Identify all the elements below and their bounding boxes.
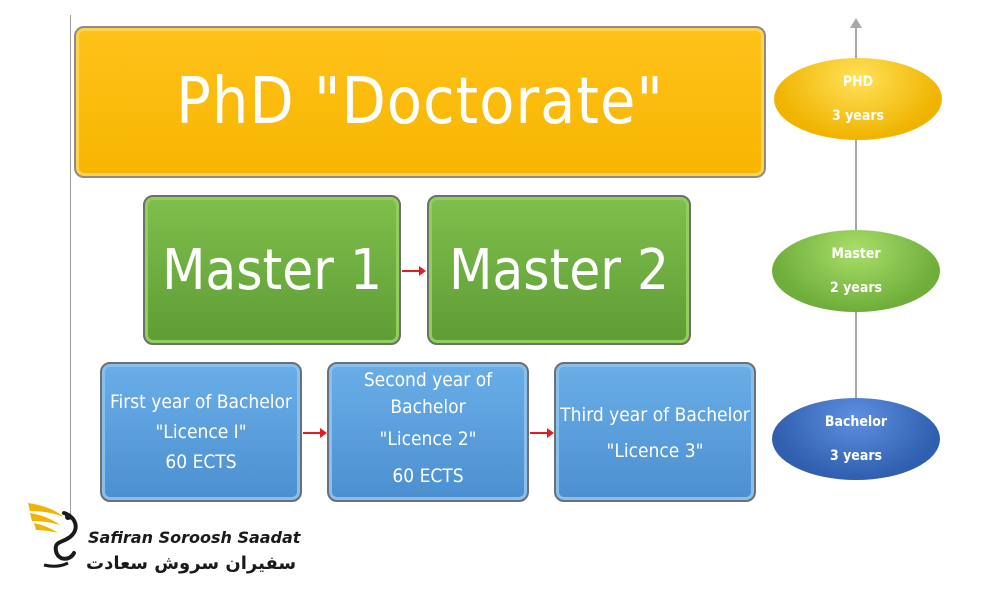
phd-label: PhD "Doctorate" — [176, 65, 664, 139]
brand-name-fa: سفیران سروش سعادت — [86, 553, 297, 574]
bachelor-2-line4: 60 ECTS — [392, 465, 464, 487]
master-2-box: Master 2 — [427, 195, 691, 345]
brand-name-en: Safiran Soroosh Saadat — [88, 528, 301, 547]
bachelor-2-line3: "Licence 2" — [379, 428, 477, 450]
timeline-bachelor-label: Bachelor — [824, 414, 888, 430]
bachelor-2-line2: Bachelor — [390, 396, 466, 418]
timeline-master-oval: Master 2 years — [772, 230, 940, 312]
timeline-bachelor-oval: Bachelor 3 years — [772, 398, 940, 480]
timeline-axis — [855, 28, 857, 428]
bachelor-year-1-box: First year of Bachelor "Licence I" 60 EC… — [100, 362, 302, 502]
bachelor-3-line2: "Licence 3" — [606, 440, 704, 462]
bachelor-1-line2: "Licence I" — [155, 421, 247, 443]
timeline-phd-duration: 3 years — [831, 108, 885, 124]
timeline-bachelor-duration: 3 years — [829, 448, 883, 464]
master-1-box: Master 1 — [143, 195, 401, 345]
timeline-phd-label: PHD — [842, 74, 874, 90]
bachelor-year-3-box: Third year of Bachelor "Licence 3" — [554, 362, 756, 502]
bachelor-3-line1: Third year of Bachelor — [560, 404, 750, 426]
brand-logo-icon — [28, 503, 78, 568]
phd-box: PhD "Doctorate" — [74, 26, 766, 178]
timeline-arrow-head-icon — [850, 18, 862, 28]
bachelor-1-line1: First year of Bachelor — [110, 391, 292, 413]
timeline-master-duration: 2 years — [829, 280, 883, 296]
bachelor-arrow-2 — [530, 428, 554, 438]
bachelor-year-2-box: Second year of Bachelor "Licence 2" 60 E… — [327, 362, 529, 502]
bachelor-2-line1: Second year of — [363, 369, 493, 391]
left-axis-line — [70, 15, 71, 520]
bachelor-arrow-1 — [303, 428, 327, 438]
master-2-label: Master 2 — [448, 237, 670, 303]
timeline-master-label: Master — [831, 246, 881, 262]
bachelor-1-line3: 60 ECTS — [165, 451, 237, 473]
master-1-label: Master 1 — [161, 237, 383, 303]
master-arrow — [402, 266, 426, 276]
timeline-phd-oval: PHD 3 years — [774, 58, 942, 140]
